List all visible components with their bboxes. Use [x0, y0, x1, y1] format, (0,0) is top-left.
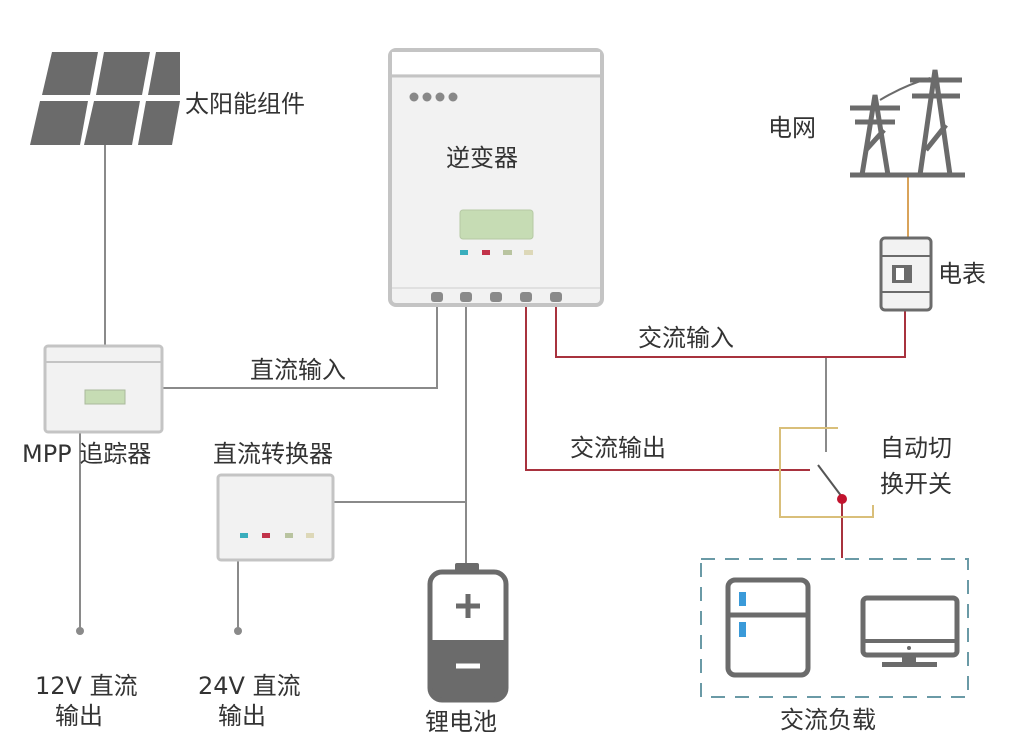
dc-12v-terminal-dot: [76, 627, 84, 635]
switch-icon: [779, 427, 874, 518]
solar-panel-icon: [30, 52, 180, 145]
dc-12v-output-label-2: 输出: [55, 702, 103, 730]
mpp-tracker-icon: [43, 344, 164, 434]
ac-wiring: [525, 300, 906, 558]
inverter-label: 逆变器: [446, 144, 518, 172]
dc-24v-output-label-2: 输出: [218, 702, 266, 730]
dc-24v-output-label: 24V 直流: [198, 672, 301, 700]
battery-label: 锂电池: [425, 708, 497, 736]
power-tower-icon: [850, 69, 965, 178]
ac-output-label: 交流输出: [570, 434, 666, 462]
fridge-icon: [725, 577, 811, 678]
ac-input-label: 交流输入: [638, 324, 734, 352]
mpp-label: MPP 追踪器: [22, 440, 151, 468]
meter-label: 电表: [938, 260, 986, 288]
ac-load-label: 交流负载: [780, 706, 876, 734]
dc-input-label: 直流输入: [250, 356, 346, 384]
dc-wiring: [79, 145, 827, 630]
dc-converter-icon: [216, 473, 335, 562]
inverter-icon: [388, 48, 604, 307]
dc-12v-output-label: 12V 直流: [35, 672, 138, 700]
dc-24v-terminal-dot: [234, 627, 242, 635]
battery-icon: [427, 563, 509, 703]
solar-label: 太阳能组件: [185, 90, 305, 118]
monitor-icon: [860, 595, 960, 667]
grid-label: 电网: [768, 114, 816, 142]
dc-converter-label: 直流转换器: [213, 440, 333, 468]
ac-load-group: [700, 558, 969, 698]
switch-label: 自动切: [880, 434, 952, 462]
meter-icon: [879, 236, 933, 312]
switch-label-2: 换开关: [880, 470, 952, 498]
